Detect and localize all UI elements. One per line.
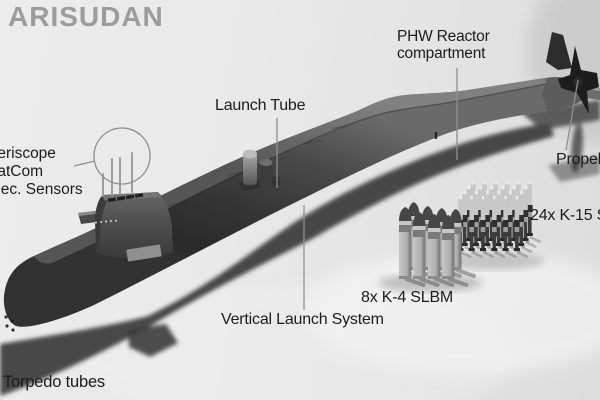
label-k15: 24x K-15 SLBM xyxy=(530,207,600,224)
sail-top-slots xyxy=(107,193,144,203)
stern-fin-reflection xyxy=(520,100,600,130)
k4-missiles-group xyxy=(399,202,476,287)
submarine-sail xyxy=(95,192,173,258)
deck-panel-lines xyxy=(167,126,348,207)
rudder-fin xyxy=(546,32,572,70)
sail-reflection xyxy=(128,324,178,357)
propeller-reflection xyxy=(571,123,583,173)
label-propeller: Propeller xyxy=(556,151,600,168)
label-periscope: Periscope xyxy=(0,145,56,162)
submarine-hull xyxy=(3,76,588,327)
label-launch-tube: Launch Tube xyxy=(215,97,306,114)
torpedo-tube-dots xyxy=(4,315,15,332)
sail-window-dots xyxy=(95,219,117,224)
k15-contact-shadow xyxy=(440,252,544,270)
label-k4: 8x K-4 SLBM xyxy=(361,289,454,306)
leader-lines xyxy=(73,68,579,310)
label-elec-sensors: Elec. Sensors xyxy=(0,181,83,198)
mast-annotation-circle xyxy=(93,127,151,185)
submarine-reflection xyxy=(0,100,600,396)
sail-front-shade xyxy=(95,194,111,250)
leader-line-propeller xyxy=(565,79,579,151)
launch-tube-structure xyxy=(239,149,281,192)
label-torpedo-tubes: Torpedo tubes xyxy=(3,373,105,391)
submarine-deck xyxy=(34,78,546,264)
k15-missiles-group xyxy=(457,181,542,259)
sail-masts xyxy=(102,152,133,197)
leader-line-masts xyxy=(73,160,96,167)
floor-highlight-2 xyxy=(80,285,520,400)
label-vls: Vertical Launch System xyxy=(221,311,384,328)
label-satcom: SatCom xyxy=(0,163,43,180)
deck-hatch-panel xyxy=(126,244,162,262)
watermark-text: ARISUDAN xyxy=(8,1,164,32)
